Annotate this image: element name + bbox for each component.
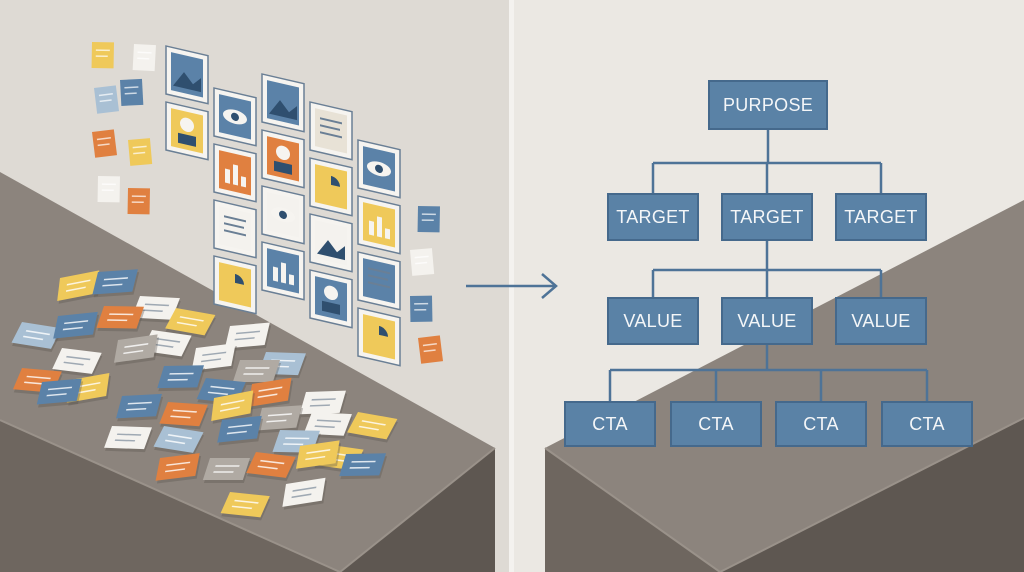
target-box: TARGET	[607, 193, 699, 241]
table-sticky-note	[53, 311, 100, 342]
wall-sticky-note	[417, 206, 440, 233]
mountain-icon	[213, 255, 257, 315]
table-sticky-note	[113, 334, 160, 366]
table-sticky-note	[256, 405, 304, 434]
wall-sticky-note	[97, 176, 120, 203]
value-box: VALUE	[721, 297, 813, 345]
sticky-note-pile	[11, 269, 398, 521]
wall-sticky-note	[132, 44, 156, 72]
wall-sticky-note	[410, 248, 435, 276]
wall-sticky-note	[127, 188, 150, 215]
right-table-edge	[544, 447, 721, 572]
value-box: VALUE	[835, 297, 927, 345]
table-sticky-note	[131, 296, 181, 323]
value-box: VALUE	[607, 297, 699, 345]
door-icon	[213, 199, 257, 259]
table-sticky-note	[57, 270, 101, 304]
table-sticky-note	[191, 343, 238, 374]
table-sticky-note	[52, 348, 103, 377]
table-sticky-note	[295, 440, 342, 472]
wall-sticky-note	[92, 129, 118, 158]
table-sticky-note	[217, 415, 264, 446]
portrait-icon	[309, 157, 353, 217]
presenter-icon	[261, 185, 305, 245]
eye-icon	[261, 73, 305, 133]
wall-sticky-note	[120, 78, 144, 106]
eye-icon	[261, 129, 305, 189]
table-sticky-note	[116, 393, 164, 422]
wall-sticky-note	[128, 138, 153, 166]
table-sticky-note	[232, 360, 282, 385]
table-sticky-note	[347, 412, 398, 443]
table-sticky-note	[246, 452, 297, 481]
table-sticky-note	[159, 402, 209, 430]
wall-sticky-note	[410, 295, 433, 322]
lightbulb-icon	[213, 87, 257, 147]
left-table-edge	[0, 419, 341, 572]
table-sticky-note	[224, 322, 272, 352]
table-sticky-note	[155, 453, 202, 484]
landscape-icon	[165, 45, 209, 105]
table-sticky-note	[211, 390, 255, 424]
cta-box: CTA	[881, 401, 973, 447]
painting-icon	[165, 101, 209, 161]
left-table-edge	[339, 447, 496, 572]
table-sticky-note	[157, 365, 206, 392]
wall-sticky-note	[91, 42, 114, 69]
table-sticky-note	[153, 426, 205, 456]
cta-box: CTA	[564, 401, 656, 447]
table-sticky-note	[339, 453, 388, 480]
org-chart-connectors	[608, 130, 929, 401]
table-sticky-note	[96, 306, 145, 332]
table-sticky-note	[248, 377, 293, 410]
target-box: TARGET	[721, 193, 813, 241]
network-icon	[357, 307, 401, 367]
wall-picture-grid	[91, 42, 444, 367]
table-sticky-note	[36, 378, 84, 408]
wall-sticky-note	[94, 85, 120, 114]
table-sticky-note	[92, 269, 140, 298]
lightbulb-icon	[309, 213, 353, 273]
purpose-box: PURPOSE	[708, 80, 828, 130]
table-sticky-note	[202, 458, 252, 483]
table-sticky-note	[282, 477, 327, 510]
table-sticky-note	[303, 412, 353, 439]
wall-sticky-note	[418, 335, 444, 364]
document-icon	[357, 195, 401, 255]
portrait-icon	[357, 251, 401, 311]
table-sticky-note	[220, 492, 271, 521]
table-sticky-note	[104, 426, 153, 453]
pie-chart-icon	[261, 241, 305, 301]
cta-box: CTA	[670, 401, 762, 447]
bar-chart-icon	[357, 139, 401, 199]
person-icon	[309, 101, 353, 161]
table-sticky-note	[299, 390, 348, 418]
table-sticky-note	[11, 322, 63, 352]
area-chart-icon	[309, 269, 353, 329]
arrow-right-icon	[466, 273, 558, 299]
right-table-edge	[719, 417, 1024, 572]
cta-box: CTA	[775, 401, 867, 447]
target-box: TARGET	[835, 193, 927, 241]
table-sticky-note	[165, 308, 216, 339]
bird-icon	[213, 143, 257, 203]
